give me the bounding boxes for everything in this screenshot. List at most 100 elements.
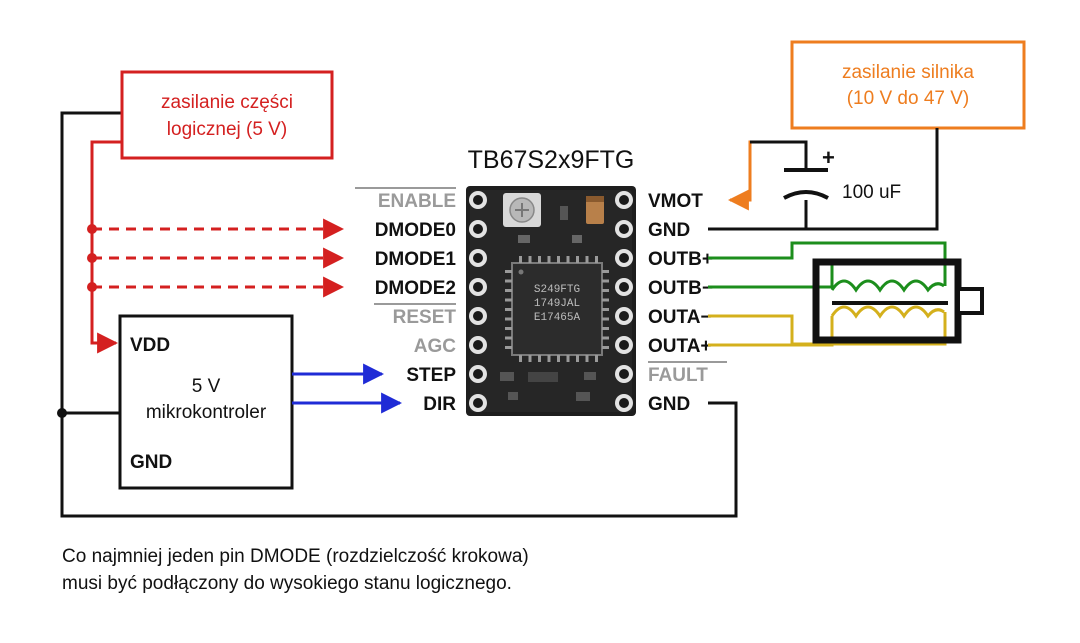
pin-dmode2-label: DMODE2 xyxy=(375,278,456,299)
chip-leg xyxy=(585,355,589,362)
chip-leg xyxy=(602,346,609,349)
pin-outb-minus-label: OUTB− xyxy=(648,278,713,299)
microcontroller-box xyxy=(118,314,294,490)
header-pin-hole xyxy=(619,311,629,321)
dmode-dashed-wires xyxy=(92,218,345,298)
right-pin-labels: VMOT GND OUTB+ OUTB− OUTA− OUTA+ FAULT G… xyxy=(648,191,727,415)
pin-dmode0-label: DMODE0 xyxy=(375,220,456,241)
chip-leg xyxy=(602,289,609,292)
header-pin-hole xyxy=(473,224,483,234)
chip-leg xyxy=(505,279,512,283)
chip-leg xyxy=(557,355,560,362)
chip-marking-2: 1749JAL xyxy=(534,298,580,310)
motor-supply-line1: zasilanie silnika xyxy=(842,62,974,83)
stepper-motor xyxy=(812,258,984,344)
pin-gnd-logic-label: GND xyxy=(648,394,690,415)
pin-enable-label: ENABLE xyxy=(378,191,456,212)
driver-board: S249FTG 1749JAL E17465A xyxy=(466,186,636,416)
chip-leg xyxy=(505,270,512,273)
chip-leg xyxy=(566,256,570,263)
logic-supply-box xyxy=(120,70,334,160)
chip-leg xyxy=(505,336,512,340)
header-pin-hole xyxy=(619,224,629,234)
header-pin-hole xyxy=(619,282,629,292)
pin-agc-label: AGC xyxy=(414,336,457,357)
chip-leg xyxy=(602,327,609,330)
motor-supply-line2: (10 V do 47 V) xyxy=(847,88,970,109)
header-pin-hole xyxy=(619,340,629,350)
header-pin-hole xyxy=(473,311,483,321)
chip-leg xyxy=(576,256,579,263)
chip-leg xyxy=(566,355,570,362)
chip-leg xyxy=(602,308,609,311)
header-pin-hole xyxy=(473,369,483,379)
chip-leg xyxy=(519,355,522,362)
chip-leg xyxy=(585,256,589,263)
header-pin-hole xyxy=(473,195,483,205)
mcu-name-label: mikrokontroler xyxy=(146,402,267,423)
chip-leg xyxy=(505,327,512,330)
pin-fault-label: FAULT xyxy=(648,365,708,386)
logic-supply-line1: zasilanie części xyxy=(161,92,293,113)
motor-supply-wiring xyxy=(708,128,939,231)
chip-leg xyxy=(547,355,551,362)
motor-coil-wires xyxy=(708,241,947,347)
chip-leg xyxy=(538,256,541,263)
chip-marking-3: E17465A xyxy=(534,312,581,324)
pin-reset-label: RESET xyxy=(393,307,457,328)
driver-chip: S249FTG 1749JAL E17465A xyxy=(505,256,609,362)
note-line2: musi być podłączony do wysokiego stanu l… xyxy=(62,573,512,594)
chip-leg xyxy=(602,270,609,273)
chip-leg xyxy=(528,256,532,263)
mcu-gnd-label: GND xyxy=(130,452,172,473)
pin-dmode1-label: DMODE1 xyxy=(375,249,457,270)
header-pin-hole xyxy=(619,398,629,408)
chip-leg xyxy=(505,298,512,302)
logic-supply-wiring xyxy=(90,140,122,354)
header-pin-hole xyxy=(619,253,629,263)
header-pin-hole xyxy=(619,195,629,205)
chip-leg xyxy=(505,289,512,292)
logic-supply-line2: logicznej (5 V) xyxy=(167,119,287,140)
mcu-voltage-label: 5 V xyxy=(192,376,221,397)
chip-leg xyxy=(505,308,512,311)
pin-outb-plus-label: OUTB+ xyxy=(648,249,713,270)
header-holes xyxy=(469,191,633,412)
chip-leg xyxy=(557,256,560,263)
header-pin-hole xyxy=(473,282,483,292)
pin-gnd-motor-label: GND xyxy=(648,220,690,241)
chip-leg xyxy=(602,336,609,340)
junction-dot xyxy=(87,224,97,234)
mcu-vdd-label: VDD xyxy=(130,335,170,356)
chip-leg xyxy=(547,256,551,263)
capacitor-polarity: + xyxy=(822,145,835,170)
chip-leg xyxy=(505,317,512,321)
pin-outa-minus-label: OUTA− xyxy=(648,307,712,328)
chip-leg xyxy=(576,355,579,362)
capacitor-value: 100 uF xyxy=(842,182,901,203)
header-pin-hole xyxy=(473,340,483,350)
chip-leg xyxy=(602,279,609,283)
chip-leg xyxy=(538,355,541,362)
chip-leg xyxy=(602,317,609,321)
dmode-note: Co najmniej jeden pin DMODE (rozdzielczo… xyxy=(62,543,529,597)
header-pin-hole xyxy=(473,398,483,408)
smd-capacitor xyxy=(586,196,604,224)
note-line1: Co najmniej jeden pin DMODE (rozdzielczo… xyxy=(62,546,529,567)
header-pin-hole xyxy=(473,253,483,263)
chip-leg xyxy=(519,256,522,263)
junction-dot xyxy=(87,253,97,263)
pin-step-label: STEP xyxy=(406,365,456,386)
chip-leg xyxy=(602,298,609,302)
signal-wires xyxy=(292,363,403,414)
junction-dot xyxy=(57,408,67,418)
board-title: TB67S2x9FTG xyxy=(468,146,635,174)
pin-dir-label: DIR xyxy=(423,394,456,415)
chip-marking-1: S249FTG xyxy=(534,284,580,296)
chip-leg xyxy=(528,355,532,362)
capacitor-symbol: + 100 uF xyxy=(783,145,901,203)
motor-supply-box xyxy=(790,40,1026,130)
junction-dot xyxy=(87,282,97,292)
